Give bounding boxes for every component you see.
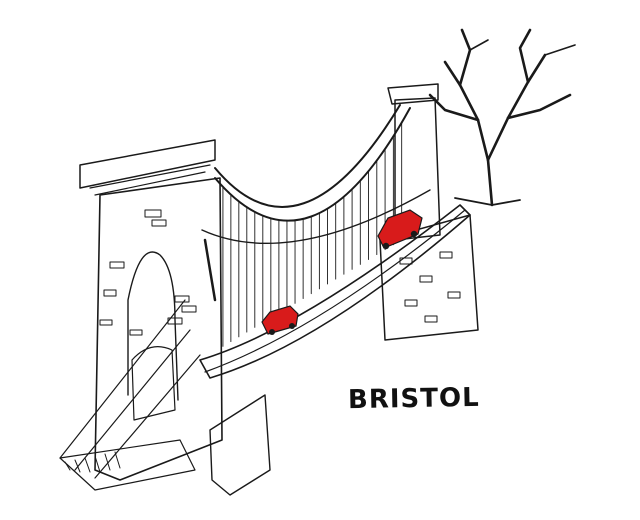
right-tower — [379, 83, 479, 341]
red-car-near — [261, 305, 299, 335]
red-car-far — [377, 209, 423, 250]
lower-pier — [209, 394, 271, 496]
tree — [428, 28, 576, 207]
left-tower — [59, 139, 223, 491]
caption-bristol: BRISTOL — [347, 382, 480, 416]
bridge-deck — [199, 122, 471, 379]
